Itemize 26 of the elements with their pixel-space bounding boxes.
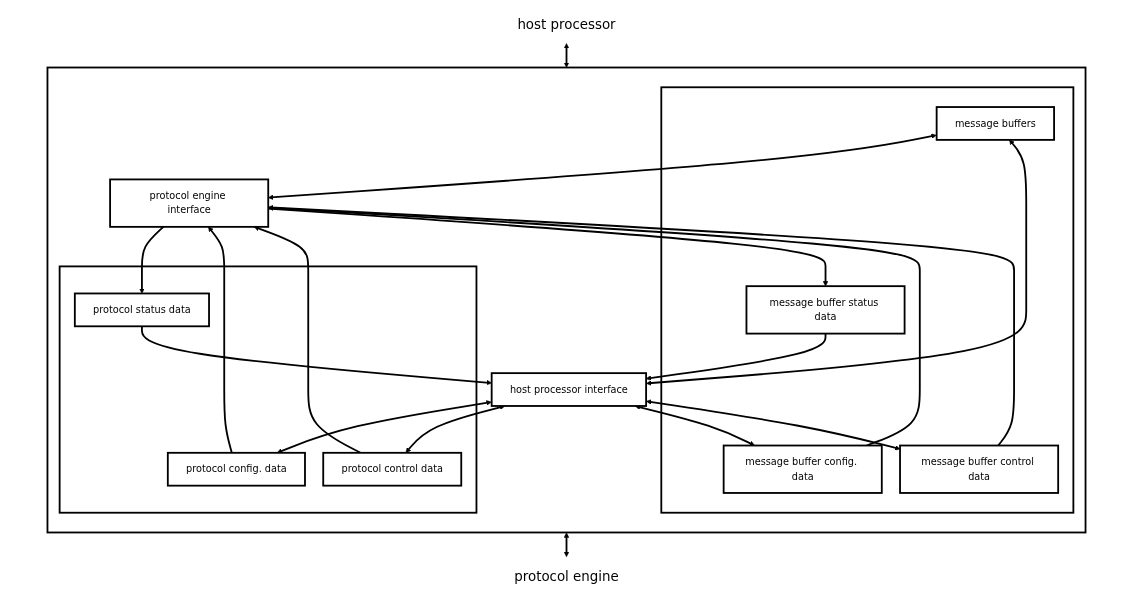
arrow — [141, 325, 492, 386]
cluster — [46, 66, 1087, 534]
arrow — [208, 226, 233, 454]
node-box: protocol engine interface — [109, 178, 270, 228]
node-box: protocol status data — [73, 292, 210, 328]
node-box: message buffer config. data — [722, 444, 883, 494]
node-text: host processor — [517, 16, 616, 32]
arrow — [139, 225, 165, 294]
node-box: message buffers — [935, 106, 1055, 141]
arrow — [253, 226, 362, 454]
node-box: protocol control data — [322, 451, 463, 487]
cluster — [660, 86, 1075, 514]
arrow — [563, 532, 570, 558]
node-box: message buffer control data — [899, 444, 1060, 494]
arrow — [646, 399, 901, 451]
arrow — [646, 139, 1028, 386]
node-box: message buffer status data — [745, 285, 906, 335]
node-text: protocol engine — [514, 568, 619, 584]
cluster — [58, 265, 478, 514]
node-box: host processor interface — [490, 372, 647, 407]
arrow — [268, 133, 937, 200]
arrow — [563, 43, 570, 68]
arrow — [634, 404, 755, 446]
arrow — [405, 404, 506, 454]
node-box: protocol config. data — [166, 451, 306, 487]
arrow — [276, 400, 492, 454]
